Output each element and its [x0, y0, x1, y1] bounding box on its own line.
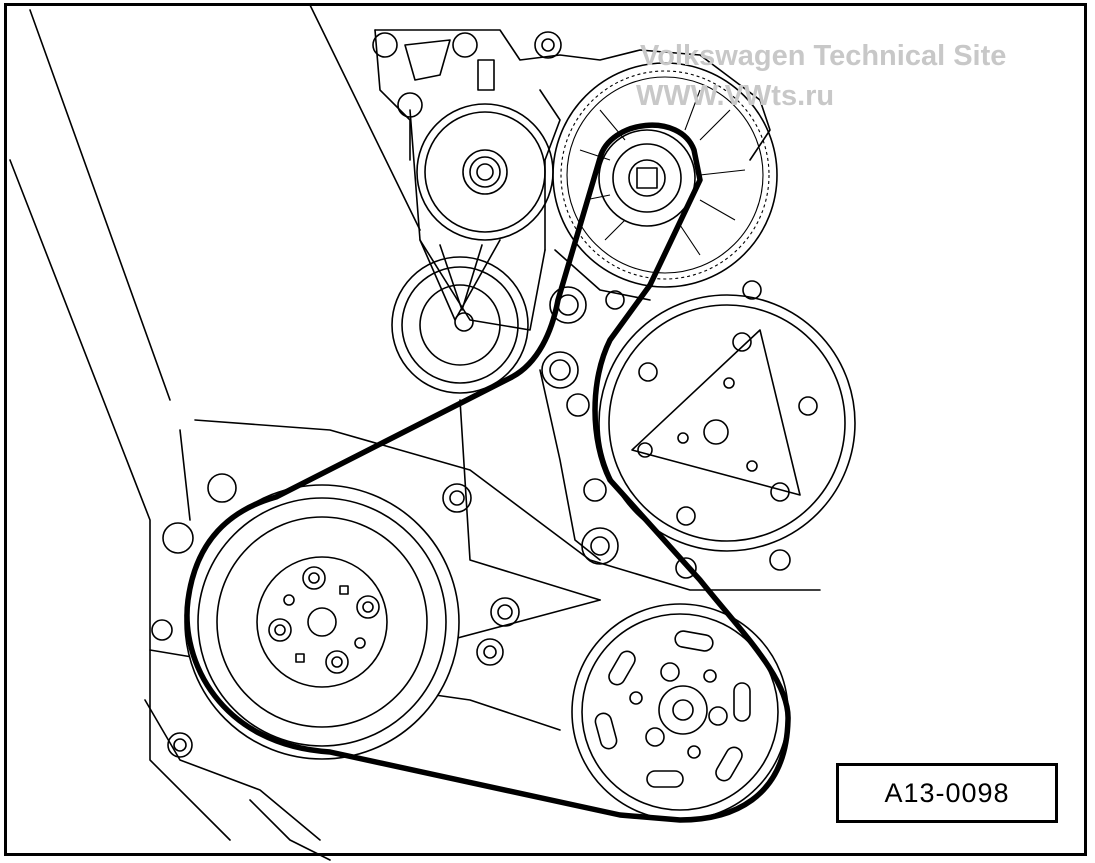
tensioner-pulley [391, 239, 529, 394]
ac-compressor [598, 294, 856, 579]
accessory-bracket [372, 29, 771, 331]
power-steering-pump [552, 62, 778, 288]
figure-label: A13-0098 [836, 763, 1058, 823]
alternator-pulley [416, 103, 554, 241]
watermark-url: WWW.VWts.ru [636, 80, 835, 112]
crankshaft-pulley [184, 484, 460, 760]
coolant-pump-pulley [571, 603, 789, 821]
watermark-title: Volkswagen Technical Site [640, 40, 1007, 72]
mounting-bolts [151, 280, 762, 758]
diagram-frame [4, 3, 1087, 856]
ribbed-belt [184, 122, 791, 823]
